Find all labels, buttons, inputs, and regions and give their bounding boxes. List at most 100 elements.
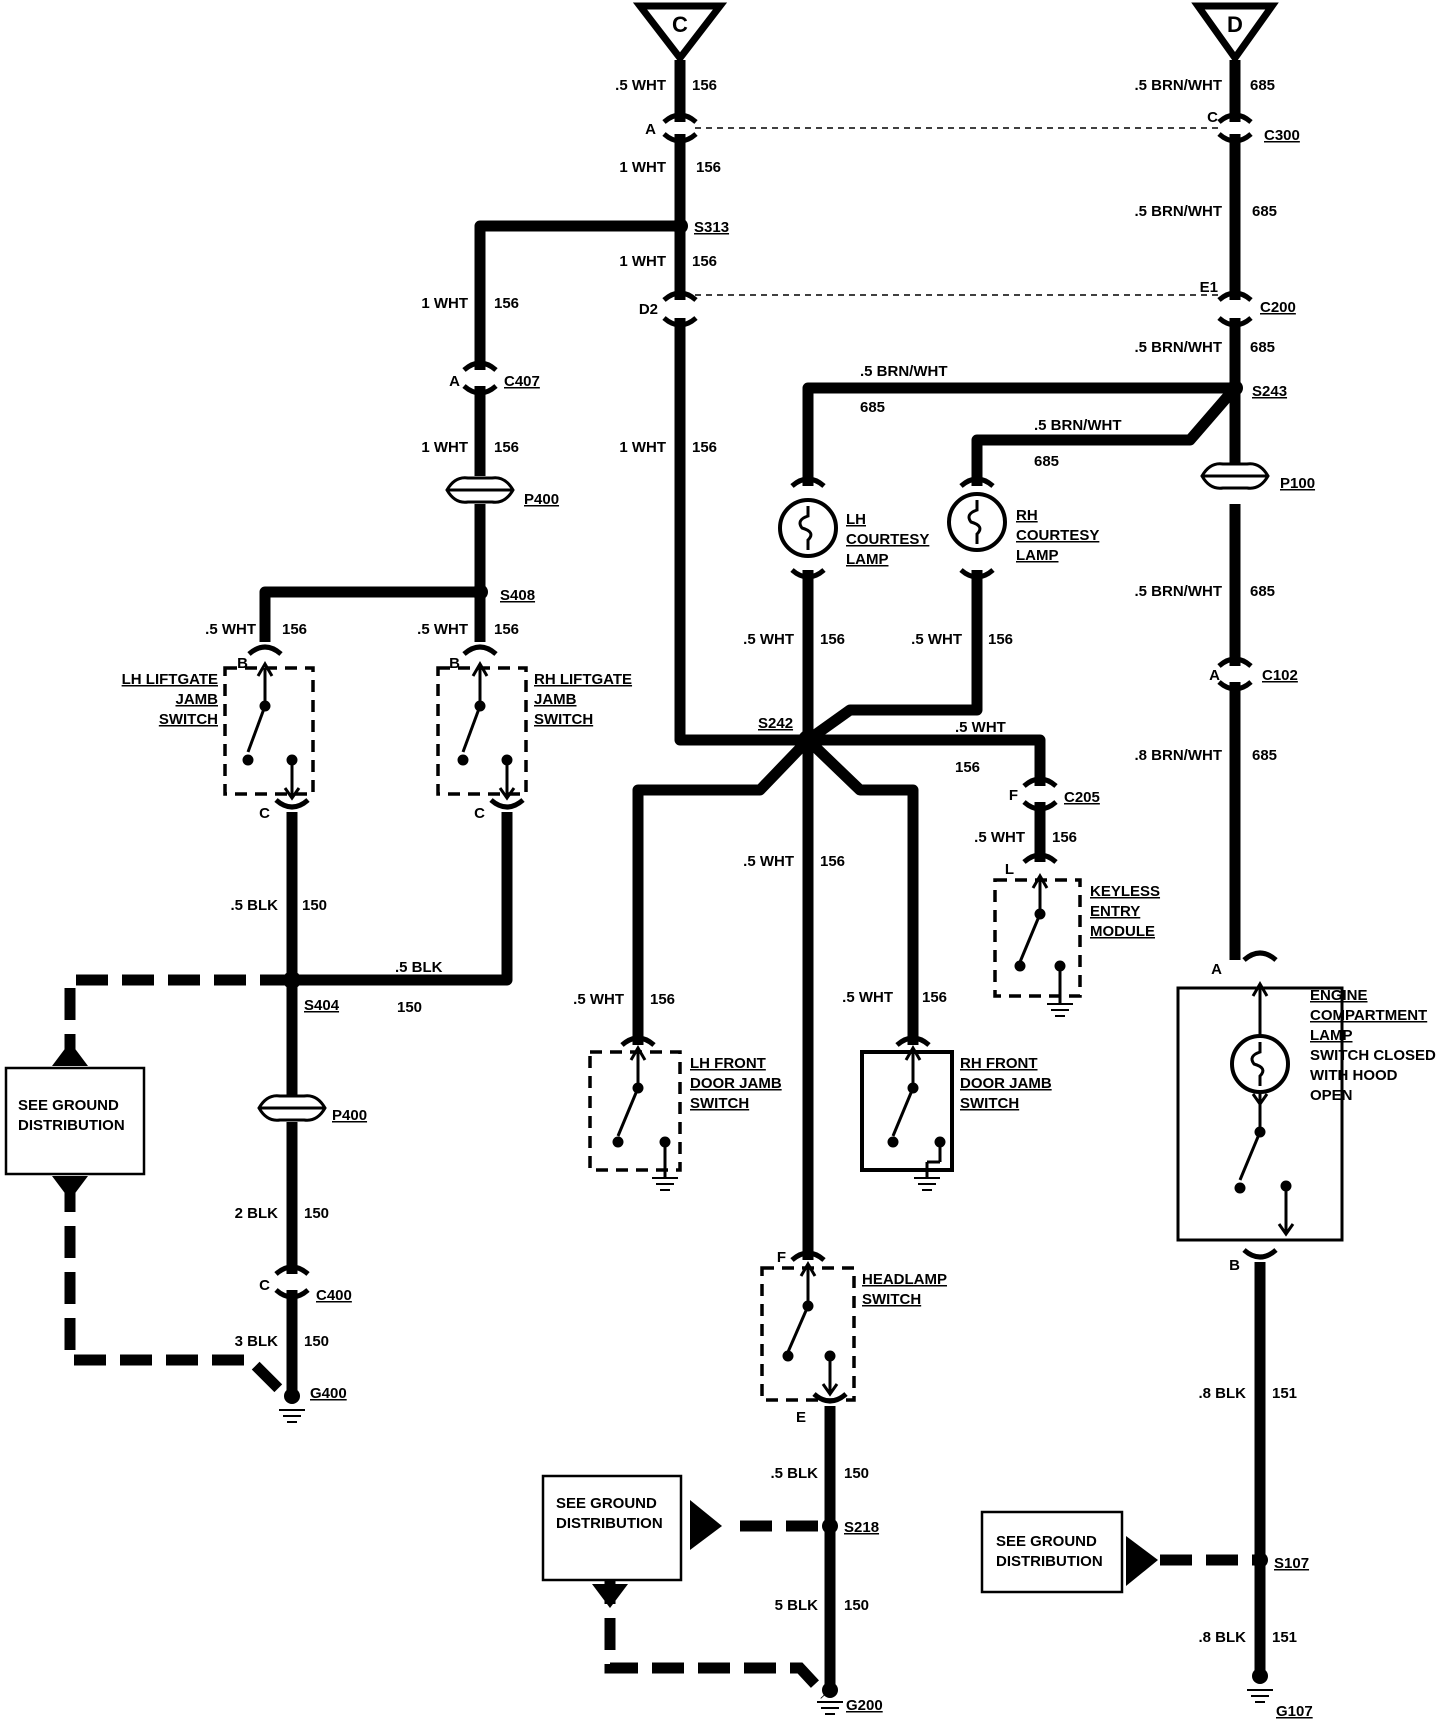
svg-text:B: B bbox=[237, 655, 248, 672]
svg-text:1 WHT: 1 WHT bbox=[619, 159, 666, 176]
svg-text:C: C bbox=[259, 805, 270, 822]
svg-text:156: 156 bbox=[692, 439, 717, 456]
svg-text:685: 685 bbox=[1034, 453, 1059, 470]
wires bbox=[259, 60, 1266, 1690]
s408-label: S408 bbox=[500, 587, 535, 604]
g200-label: G200 bbox=[846, 1697, 883, 1714]
svg-text:WITH HOOD: WITH HOOD bbox=[1310, 1067, 1398, 1084]
svg-text:KEYLESS: KEYLESS bbox=[1090, 883, 1160, 900]
svg-text:D2: D2 bbox=[639, 301, 658, 318]
svg-text:SWITCH: SWITCH bbox=[690, 1095, 749, 1112]
connector-marks bbox=[247, 112, 1278, 1404]
svg-text:A: A bbox=[1211, 961, 1222, 978]
svg-text:ENTRY: ENTRY bbox=[1090, 903, 1140, 920]
svg-text:3 BLK: 3 BLK bbox=[235, 1333, 279, 1350]
svg-text:.5 WHT: .5 WHT bbox=[743, 631, 794, 648]
grommets bbox=[257, 462, 1270, 1122]
c205-label: C205 bbox=[1064, 789, 1100, 806]
svg-text:DISTRIBUTION: DISTRIBUTION bbox=[18, 1117, 125, 1134]
svg-text:150: 150 bbox=[304, 1333, 329, 1350]
svg-text:.5 BRN/WHT: .5 BRN/WHT bbox=[1135, 339, 1223, 356]
s107-label: S107 bbox=[1274, 1555, 1309, 1572]
switch-internals bbox=[242, 661, 1295, 1397]
svg-text:LH FRONT: LH FRONT bbox=[690, 1055, 766, 1072]
svg-text:.5 BLK: .5 BLK bbox=[230, 897, 278, 914]
keyless-entry-label: KEYLESS ENTRY MODULE bbox=[1090, 883, 1160, 940]
svg-text:.5 WHT: .5 WHT bbox=[955, 719, 1006, 736]
svg-text:2 BLK: 2 BLK bbox=[235, 1205, 279, 1222]
svg-text:156: 156 bbox=[922, 989, 947, 1006]
svg-text:685: 685 bbox=[1252, 203, 1277, 220]
svg-text:DOOR JAMB: DOOR JAMB bbox=[960, 1075, 1052, 1092]
svg-text:COURTESY: COURTESY bbox=[846, 531, 929, 548]
svg-text:JAMB: JAMB bbox=[175, 691, 218, 708]
svg-text:HEADLAMP: HEADLAMP bbox=[862, 1271, 947, 1288]
svg-text:SEE GROUND: SEE GROUND bbox=[18, 1097, 119, 1114]
lh-liftgate-switch-label: LH LIFTGATE JAMB SWITCH bbox=[122, 671, 219, 728]
c400-label: C400 bbox=[316, 1287, 352, 1304]
svg-text:.5 BRN/WHT: .5 BRN/WHT bbox=[1135, 203, 1223, 220]
svg-text:1 WHT: 1 WHT bbox=[619, 439, 666, 456]
svg-text:151: 151 bbox=[1272, 1629, 1297, 1646]
svg-text:LH LIFTGATE: LH LIFTGATE bbox=[122, 671, 218, 688]
s242-label: S242 bbox=[758, 715, 793, 732]
svg-text:SWITCH: SWITCH bbox=[534, 711, 593, 728]
lamp-bulbs bbox=[778, 492, 1290, 1094]
s218-label: S218 bbox=[844, 1519, 879, 1536]
engine-compartment-lamp-label: ENGINE COMPARTMENT LAMP SWITCH CLOSED WI… bbox=[1310, 987, 1436, 1104]
svg-text:MODULE: MODULE bbox=[1090, 923, 1155, 940]
svg-text:B: B bbox=[449, 655, 460, 672]
svg-text:A: A bbox=[1209, 667, 1220, 684]
rh-front-door-switch-label: RH FRONT DOOR JAMB SWITCH bbox=[960, 1055, 1052, 1112]
svg-text:SEE GROUND: SEE GROUND bbox=[996, 1533, 1097, 1550]
svg-text:F: F bbox=[777, 1249, 786, 1266]
svg-text:156: 156 bbox=[282, 621, 307, 638]
svg-text:LAMP: LAMP bbox=[1016, 547, 1059, 564]
svg-text:685: 685 bbox=[1250, 583, 1275, 600]
svg-text:OPEN: OPEN bbox=[1310, 1087, 1353, 1104]
svg-text:JAMB: JAMB bbox=[534, 691, 577, 708]
svg-text:150: 150 bbox=[844, 1465, 869, 1482]
svg-text:.5 WHT: .5 WHT bbox=[417, 621, 468, 638]
svg-text:RH LIFTGATE: RH LIFTGATE bbox=[534, 671, 632, 688]
svg-text:DOOR JAMB: DOOR JAMB bbox=[690, 1075, 782, 1092]
svg-text:.5 WHT: .5 WHT bbox=[573, 991, 624, 1008]
reference-labels: C300 C200 C407 C205 C102 C400 P400 P400 … bbox=[304, 127, 1315, 1720]
svg-text:A: A bbox=[449, 373, 460, 390]
g107-label: G107 bbox=[1276, 1703, 1313, 1720]
svg-text:E: E bbox=[796, 1409, 806, 1426]
splice-dots bbox=[283, 218, 1268, 1698]
g400-label: G400 bbox=[310, 1385, 347, 1402]
svg-text:.5 BLK: .5 BLK bbox=[770, 1465, 818, 1482]
svg-text:156: 156 bbox=[692, 77, 717, 94]
svg-text:C: C bbox=[474, 805, 485, 822]
svg-text:156: 156 bbox=[650, 991, 675, 1008]
svg-text:DISTRIBUTION: DISTRIBUTION bbox=[556, 1515, 663, 1532]
svg-text:1 WHT: 1 WHT bbox=[619, 253, 666, 270]
svg-text:.5 BRN/WHT: .5 BRN/WHT bbox=[1135, 77, 1223, 94]
svg-text:E1: E1 bbox=[1200, 279, 1218, 296]
svg-text:ENGINE: ENGINE bbox=[1310, 987, 1368, 1004]
terminal-c: C bbox=[632, 2, 728, 64]
svg-text:SEE GROUND: SEE GROUND bbox=[556, 1495, 657, 1512]
svg-text:D: D bbox=[1227, 12, 1243, 37]
svg-text:685: 685 bbox=[1250, 339, 1275, 356]
svg-text:156: 156 bbox=[1052, 829, 1077, 846]
terminal-d: D bbox=[1191, 2, 1279, 65]
svg-text:156: 156 bbox=[820, 631, 845, 648]
svg-text:SWITCH: SWITCH bbox=[159, 711, 218, 728]
svg-text:.8 BLK: .8 BLK bbox=[1198, 1385, 1246, 1402]
svg-text:150: 150 bbox=[844, 1597, 869, 1614]
svg-text:LAMP: LAMP bbox=[1310, 1027, 1353, 1044]
svg-text:LAMP: LAMP bbox=[846, 551, 889, 568]
svg-text:SWITCH CLOSED: SWITCH CLOSED bbox=[1310, 1047, 1436, 1064]
svg-text:F: F bbox=[1009, 787, 1018, 804]
svg-text:156: 156 bbox=[692, 253, 717, 270]
svg-text:SWITCH: SWITCH bbox=[862, 1291, 921, 1308]
svg-text:.5 WHT: .5 WHT bbox=[842, 989, 893, 1006]
component-labels: LH COURTESY LAMP RH COURTESY LAMP LH LIF… bbox=[122, 507, 1436, 1308]
svg-text:151: 151 bbox=[1272, 1385, 1297, 1402]
lh-front-door-switch-label: LH FRONT DOOR JAMB SWITCH bbox=[690, 1055, 782, 1112]
svg-text:150: 150 bbox=[397, 999, 422, 1016]
